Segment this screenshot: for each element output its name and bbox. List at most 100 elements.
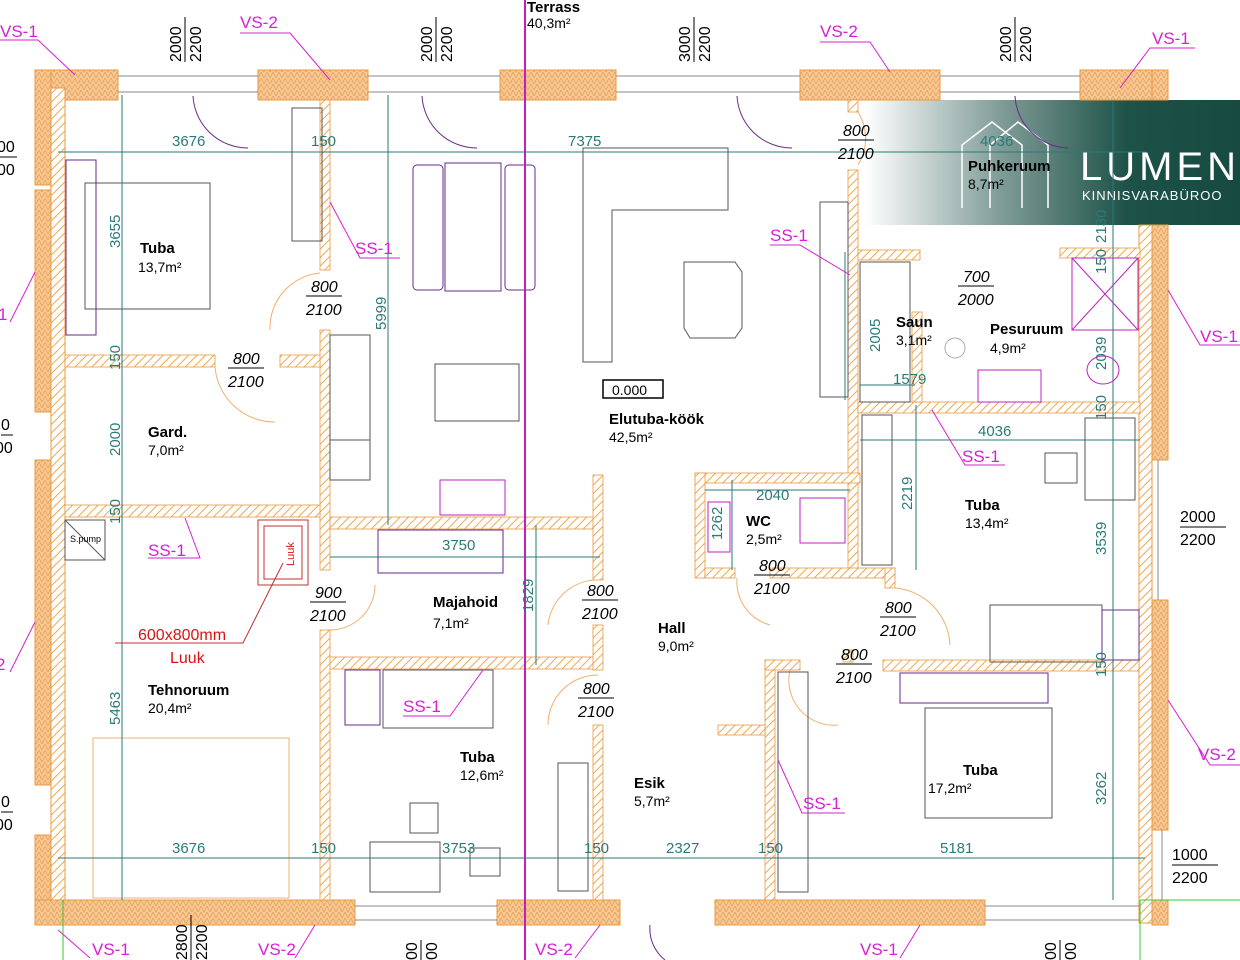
room-area: 12,6m² [460, 767, 504, 783]
window-width: 00 [404, 942, 421, 960]
window-height: 00 [0, 817, 13, 834]
door-width: 800 [843, 123, 870, 140]
dimension-label: 5181 [940, 840, 973, 857]
window-width: 00 [0, 139, 15, 156]
room-name: Tuba [965, 497, 1000, 514]
dimension-labels: 3676 150 7375 4036 4036 2040 3750 1579 3… [107, 133, 1110, 857]
window-swings [192, 95, 1069, 960]
wall-tag: VS-1 [1152, 29, 1190, 48]
wall-tag: SS-1 [962, 447, 1000, 466]
level-marker-box [602, 379, 664, 399]
door-width: 800 [885, 600, 912, 617]
pump-label: S.pump [70, 534, 101, 544]
window-width: 1000 [1172, 847, 1208, 864]
room-name: Esik [634, 775, 666, 792]
dimension-label: 5999 [373, 297, 390, 330]
window-label: 000 [0, 417, 13, 457]
dimension-label: 3539 [1093, 522, 1110, 555]
window-label: 000 [0, 794, 13, 834]
dimension-label: 150 [584, 840, 609, 857]
window-label: 2000 2200 [1180, 509, 1226, 549]
dimension-label: 3750 [442, 537, 475, 554]
wall-tag: VS-1 [860, 940, 898, 959]
door-height: 2100 [581, 606, 618, 623]
window-height: 00 [0, 162, 15, 179]
dimension-label: 2000 [107, 423, 124, 456]
room-area: 20,4m² [148, 700, 192, 716]
dimension-label: 2327 [666, 840, 699, 857]
level-marker: 0.000 [612, 382, 647, 398]
dimension-label: 150 [758, 840, 783, 857]
hatch-leader [115, 562, 284, 644]
window-width: 0 [1, 794, 10, 811]
door-width: 800 [759, 558, 786, 575]
window-height: 2200 [194, 924, 211, 960]
window-width: 00 [1043, 942, 1060, 960]
room-area: 7,1m² [433, 615, 469, 631]
room-area: 4,9m² [990, 340, 1026, 356]
door-width: 800 [233, 351, 260, 368]
room-labels: Terrass 40,3m² Tuba 13,7m² Gard. 7,0m² E… [138, 0, 1063, 809]
room-name: Tuba [460, 749, 495, 766]
dimension-label: 150 [1093, 395, 1110, 420]
room-name: Saun [896, 314, 933, 331]
room-area: 2,5m² [746, 531, 782, 547]
wall-tag: 1 [0, 305, 7, 324]
door-width: 800 [583, 681, 610, 698]
window-height: 00 [1063, 942, 1080, 960]
dimension-label: 1262 [709, 507, 726, 540]
door-swings [214, 111, 951, 726]
room-area: 7,0m² [148, 442, 184, 458]
room-area: 13,7m² [138, 259, 182, 275]
dimension-label: 7375 [568, 133, 601, 150]
dimension-label: 150 [107, 345, 124, 370]
window-width: 2000 [168, 26, 185, 62]
dimension-label: 1579 [893, 371, 926, 388]
door-width: 900 [315, 585, 342, 602]
wall-tag: SS-1 [148, 541, 186, 560]
window-height: 00 [0, 440, 13, 457]
door-height: 2100 [753, 581, 790, 598]
dimension-label: 4036 [978, 423, 1011, 440]
window-width: 3000 [677, 26, 694, 62]
dimension-label: 3262 [1093, 772, 1110, 805]
dimension-label: 150 [311, 840, 336, 857]
room-name: Terrass [527, 0, 580, 16]
door-height: 2100 [835, 670, 872, 687]
dimension-label: 2130 [1093, 210, 1110, 243]
window-frames [118, 75, 1163, 921]
room-area: 5,7m² [634, 793, 670, 809]
window-height: 2200 [1180, 532, 1216, 549]
wall-tag: SS-1 [803, 794, 841, 813]
door-height: 2100 [305, 302, 342, 319]
room-name: Tuba [140, 240, 175, 257]
window-height: 2200 [188, 26, 205, 62]
hatch-caption: Luuk [170, 650, 206, 667]
dimension-label: 3676 [172, 133, 205, 150]
dimension-label: 150 [107, 499, 124, 524]
room-name: Puhkeruum [968, 158, 1051, 175]
wall-tag: VS-1 [0, 22, 38, 41]
door-width: 800 [587, 583, 614, 600]
dimension-label: 3676 [172, 840, 205, 857]
furniture [64, 107, 1140, 899]
window-width: 2000 [1180, 509, 1216, 526]
wall-tag: VS-1 [92, 940, 130, 959]
dimension-lines [58, 95, 1145, 900]
window-width: 2000 [419, 26, 436, 62]
